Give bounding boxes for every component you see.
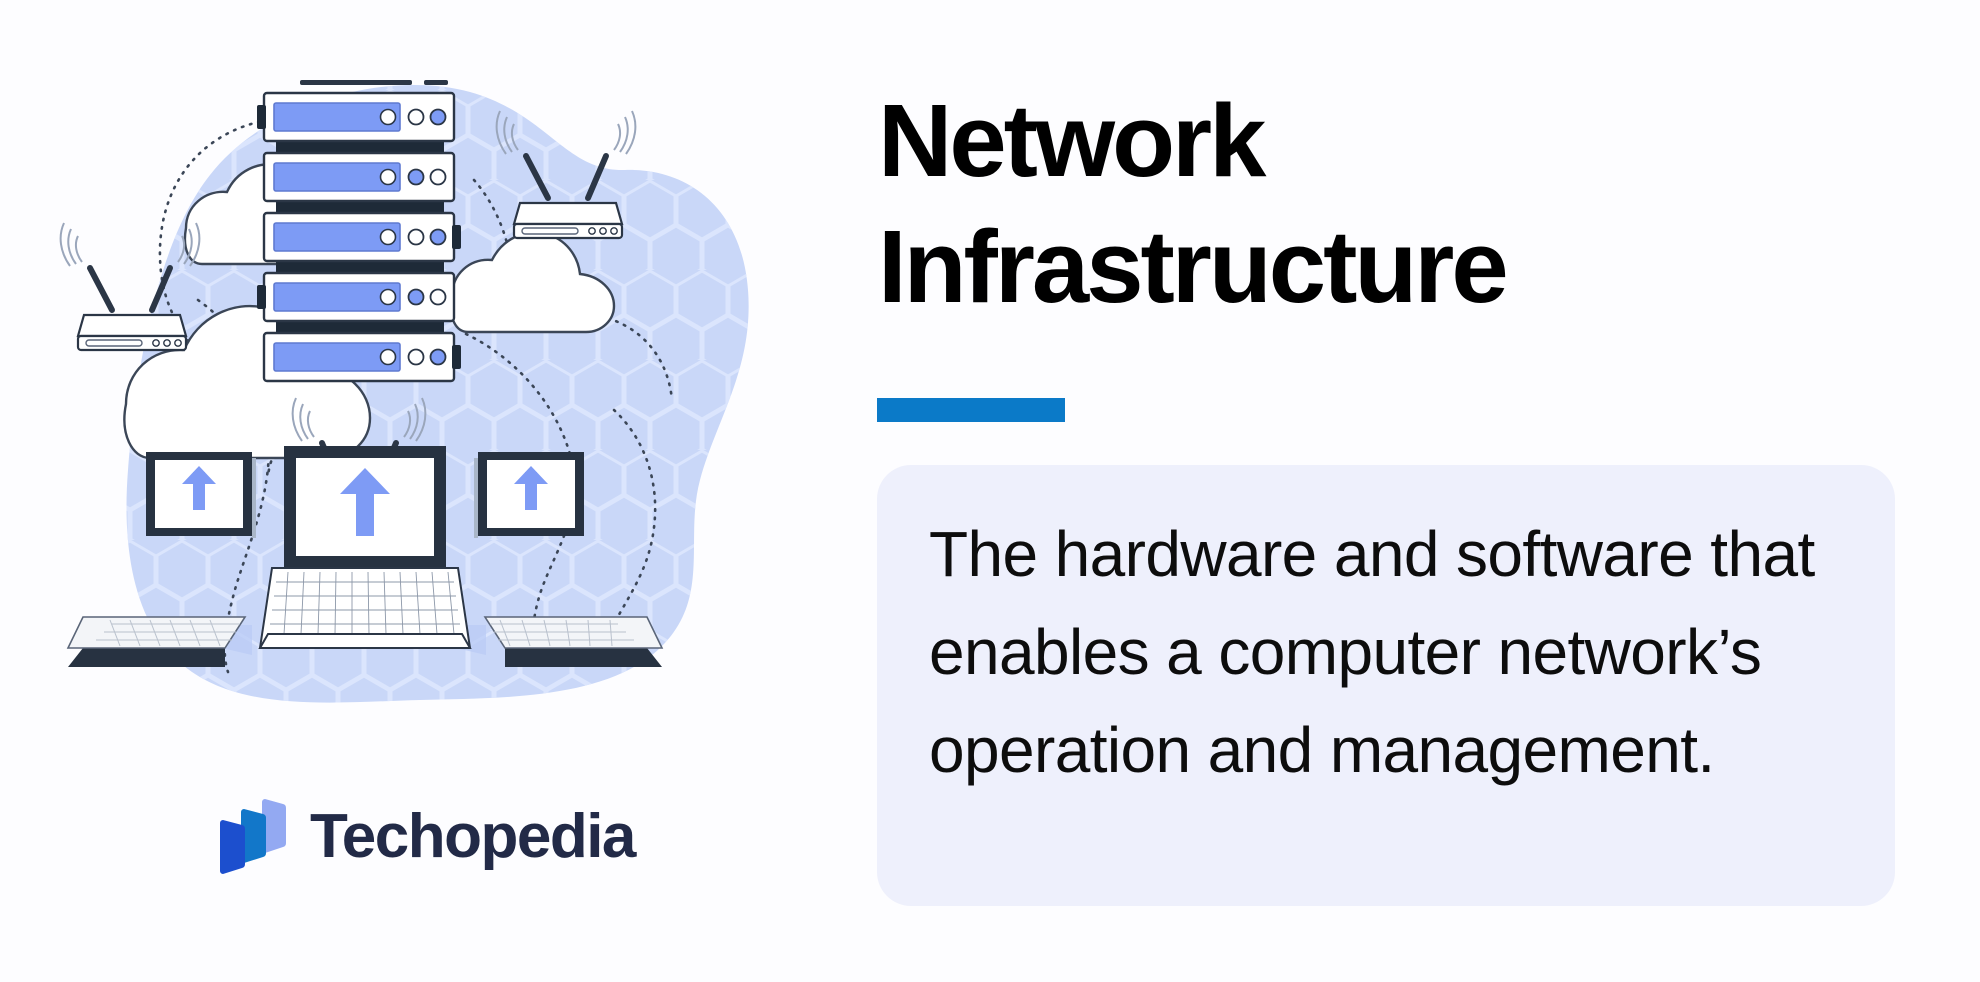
server-unit — [262, 151, 456, 203]
server-rack — [257, 80, 461, 383]
laptop-left — [66, 452, 256, 667]
laptop-center — [258, 446, 472, 649]
server-unit — [257, 91, 456, 143]
techopedia-logo[interactable]: Techopedia — [218, 795, 636, 879]
router-icon-top-right — [495, 110, 637, 240]
server-unit — [257, 271, 456, 323]
cloud-icon-right — [449, 231, 616, 334]
server-unit — [262, 331, 461, 383]
router-icon-left — [59, 222, 201, 352]
definition-text: The hardware and software that enables a… — [929, 518, 1815, 786]
network-infrastructure-illustration — [0, 0, 880, 982]
techopedia-wordmark: Techopedia — [310, 802, 636, 871]
definition-card: The hardware and software that enables a… — [877, 465, 1895, 906]
laptop-right — [474, 452, 664, 667]
server-unit — [262, 211, 461, 263]
techopedia-logo-mark-icon — [220, 799, 287, 874]
accent-underline-bar — [877, 398, 1065, 422]
text-column: Network Infrastructure The hardware and … — [877, 0, 1980, 982]
page-title: Network Infrastructure — [878, 83, 1509, 324]
